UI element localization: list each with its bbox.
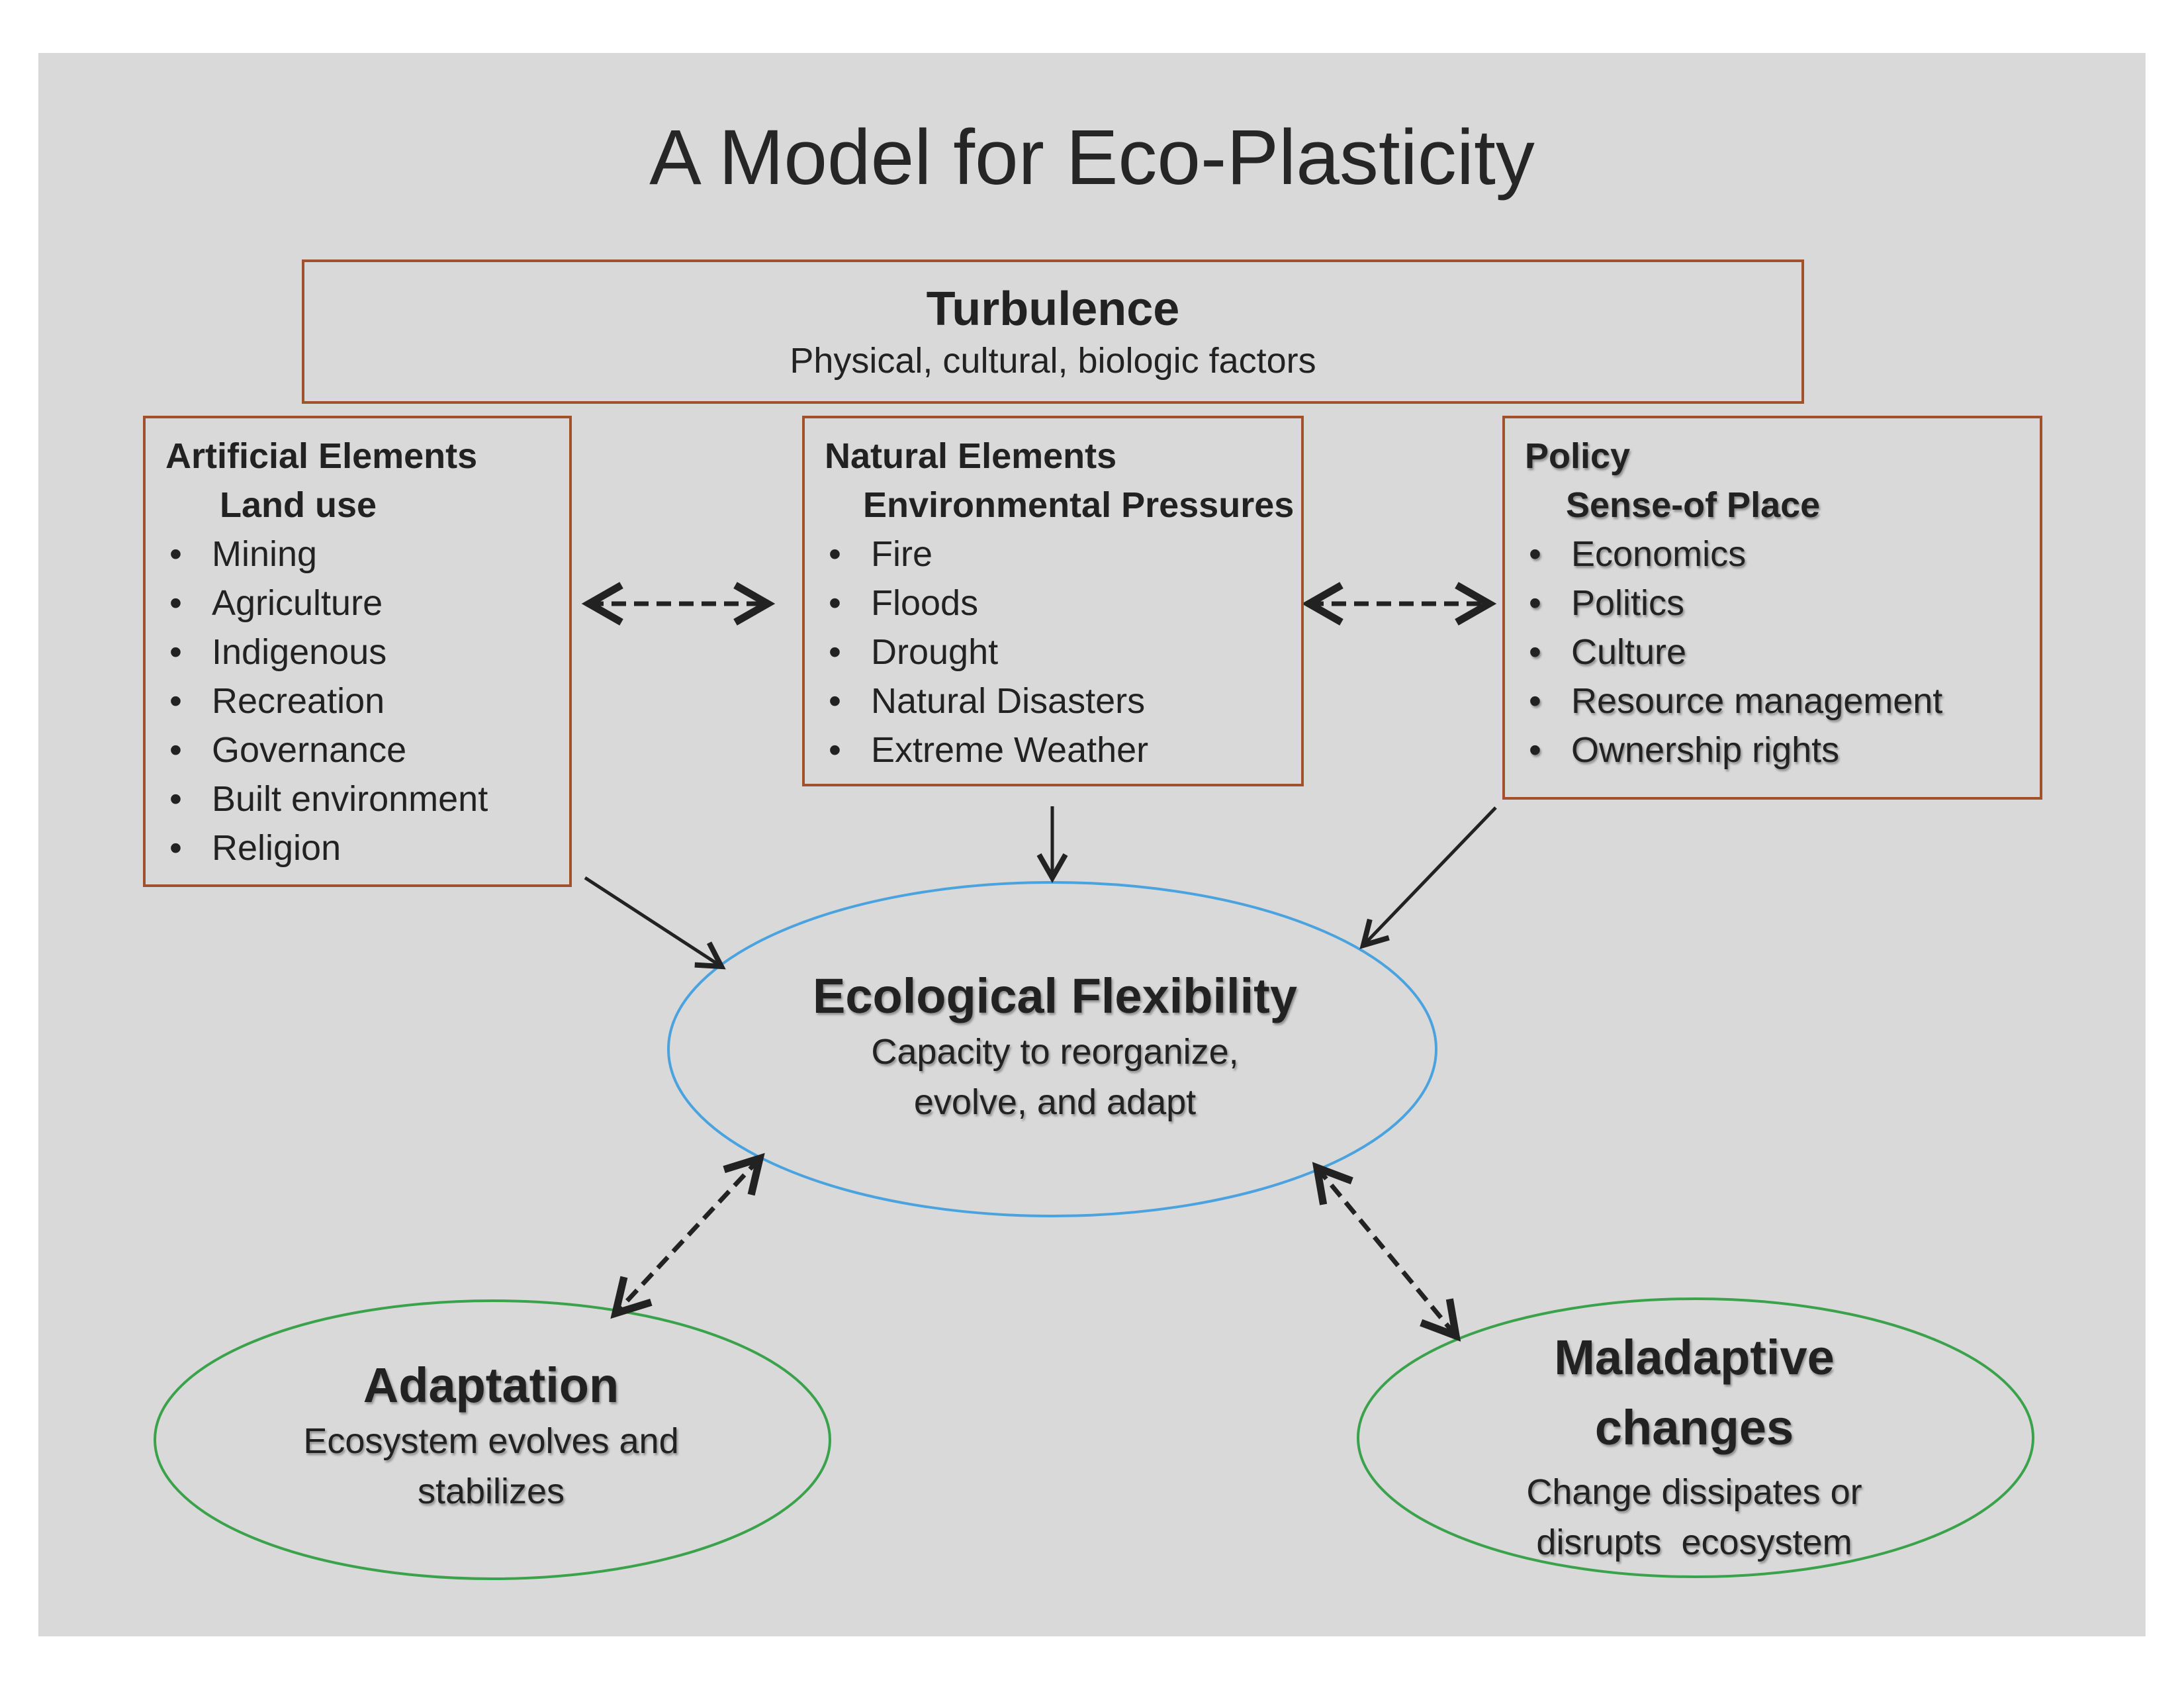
policy-to-flexibility-arrow <box>1359 806 1497 949</box>
maladaptive-ellipse <box>1357 1297 2034 1578</box>
flexibility-adaptation-arrow <box>610 1152 765 1319</box>
natural-elements-box: Natural Elements Environmental Pressures… <box>802 416 1304 786</box>
list-item: Fire <box>825 530 1301 579</box>
policy-box: Policy Sense-of Place Economics Politics… <box>1502 416 2042 800</box>
adaptation-label: Adaptation Ecosystem evolves and stabili… <box>154 1357 829 1517</box>
diagram-title: A Model for Eco-Plasticity <box>649 114 1535 201</box>
list-item: Natural Disasters <box>825 677 1301 726</box>
list-item: Built environment <box>165 774 569 823</box>
turbulence-subtitle: Physical, cultural, biologic factors <box>790 341 1316 381</box>
list-item: Resource management <box>1525 677 2040 726</box>
list-item: Mining <box>165 530 569 579</box>
list-item: Culture <box>1525 628 2040 677</box>
artificial-to-flexibility-arrow <box>584 876 726 970</box>
adaptation-heading: Adaptation <box>363 1358 619 1413</box>
natural-list: Fire Floods Drought Natural Disasters Ex… <box>825 530 1301 774</box>
artificial-heading: Artificial Elements <box>165 436 478 476</box>
policy-subheading: Sense-of Place <box>1566 485 1821 525</box>
ecological-flexibility-label: Ecological Flexibility Capacity to reorg… <box>668 968 1441 1127</box>
policy-heading: Policy <box>1525 436 1631 476</box>
adaptation-line1: Ecosystem evolves and <box>303 1421 679 1461</box>
list-item: Economics <box>1525 530 2040 579</box>
artificial-elements-box: Artificial Elements Land use Mining Agri… <box>143 416 572 887</box>
flexibility-line1: Capacity to reorganize, <box>871 1032 1239 1072</box>
turbulence-heading: Turbulence <box>926 283 1180 336</box>
list-item: Indigenous <box>165 628 569 677</box>
adaptation-line2: stabilizes <box>417 1472 565 1511</box>
policy-list: Economics Politics Culture Resource mana… <box>1525 530 2040 774</box>
natural-subheading: Environmental Pressures <box>863 485 1295 525</box>
artificial-subheading: Land use <box>220 485 377 525</box>
list-item: Ownership rights <box>1525 726 2040 774</box>
list-item: Recreation <box>165 677 569 726</box>
list-item: Drought <box>825 628 1301 677</box>
list-item: Politics <box>1525 579 2040 628</box>
artificial-list: Mining Agriculture Indigenous Recreation… <box>165 530 569 872</box>
list-item: Religion <box>165 823 569 872</box>
maladaptive-heading-line2: changes <box>1594 1400 1794 1455</box>
flexibility-maladaptive-arrow <box>1312 1162 1461 1342</box>
natural-heading: Natural Elements <box>825 436 1117 476</box>
maladaptive-line2: disrupts ecosystem <box>1536 1523 1852 1562</box>
list-item: Governance <box>165 726 569 774</box>
list-item: Extreme Weather <box>825 726 1301 774</box>
flexibility-line2: evolve, and adapt <box>913 1082 1197 1122</box>
list-item: Agriculture <box>165 579 569 628</box>
maladaptive-label: Maladaptive changes Change dissipates or… <box>1357 1323 2032 1568</box>
flexibility-heading: Ecological Flexibility <box>813 968 1297 1023</box>
adaptation-ellipse <box>154 1299 831 1580</box>
maladaptive-line1: Change dissipates or <box>1526 1472 1862 1512</box>
maladaptive-heading-line1: Maladaptive <box>1554 1330 1835 1385</box>
list-item: Floods <box>825 579 1301 628</box>
turbulence-box: Turbulence Physical, cultural, biologic … <box>302 259 1804 404</box>
